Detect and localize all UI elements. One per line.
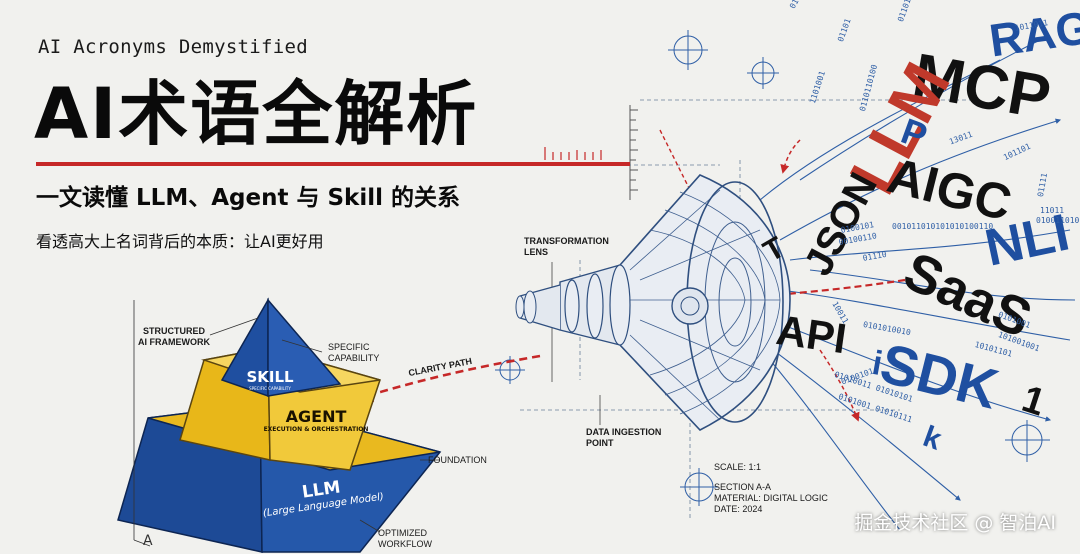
input-flow-arrow (703, 278, 906, 306)
eyebrow-english-title: AI Acronyms Demystified (38, 36, 308, 58)
ruler-ticks (544, 147, 602, 160)
vertical-ruler (629, 105, 638, 200)
section-info-label: SECTION A-A MATERIAL: DIGITAL LOGIC DATE… (714, 482, 828, 514)
binary-string: 001011010101010100110 (892, 222, 994, 231)
clarity-path-arrow (357, 354, 541, 402)
tier-agent-detail: EXECUTION & ORCHESTRATION (263, 426, 369, 433)
crosshair-top-left (668, 30, 708, 70)
annotation-specific-capability: SPECIFIC CAPABILITY (328, 342, 380, 363)
binary-string: 010011010 (1036, 216, 1080, 225)
tier-skill-name: SKILL (246, 368, 294, 386)
transformation-lens (515, 174, 791, 431)
corner-mark: A (143, 533, 153, 549)
crosshair-bottom (680, 468, 718, 506)
binary-string: 11011 (1040, 206, 1065, 215)
title-underline (36, 162, 630, 166)
crosshair-left (495, 356, 525, 384)
annotation-foundation: FOUNDATION (428, 455, 487, 465)
main-title: AI术语全解析 (34, 73, 479, 155)
tier-skill-detail: SPECIFIC CAPABILITY (249, 386, 291, 391)
annotation-optimized-workflow: OPTIMIZED WORKFLOW (378, 528, 432, 549)
annotation-structured-framework: STRUCTURED AI FRAMEWORK (138, 326, 210, 347)
tier-skill: SKILL SPECIFIC CAPABILITY (246, 368, 293, 391)
crosshair-top-mid (747, 57, 779, 89)
tagline: 看透高大上名词背后的本质：让AI更好用 (36, 232, 324, 251)
pyramid (117, 297, 442, 553)
tier-agent: AGENT EXECUTION & ORCHESTRATION (264, 407, 369, 433)
data-streams (759, 39, 1076, 531)
subtitle: 一文读懂 LLM、Agent 与 Skill 的关系 (36, 185, 460, 211)
crosshair-right (1005, 420, 1050, 462)
transformation-lens-label: TRANSFORMATION LENS (524, 236, 609, 257)
scale-label: SCALE: 1:1 (714, 462, 762, 472)
tier-agent-name: AGENT (285, 407, 347, 426)
data-ingestion-label: DATA INGESTION POINT (586, 427, 662, 448)
watermark: 掘金技术社区 @ 智泊AI (854, 512, 1056, 534)
